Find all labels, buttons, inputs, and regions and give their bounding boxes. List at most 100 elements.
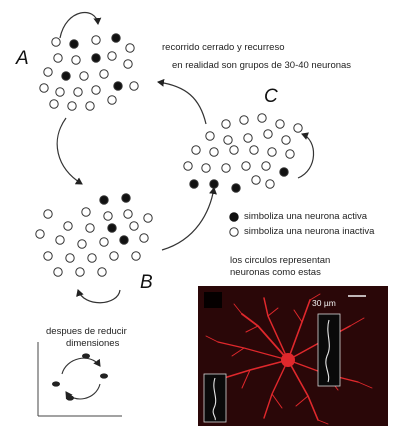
neuron-inactive — [239, 115, 249, 125]
neuron-inactive — [183, 161, 193, 171]
neuron-active — [111, 33, 121, 43]
cluster-a — [39, 33, 139, 111]
neuron-inactive — [251, 175, 261, 185]
neuron-inactive — [293, 123, 303, 133]
loop-arrow-c — [297, 132, 315, 179]
reduced-dimension-inset — [37, 342, 122, 417]
neuron-inactive — [63, 221, 73, 231]
neuron-active — [113, 81, 123, 91]
neuron-inactive — [85, 101, 95, 111]
neuron-inactive — [243, 133, 253, 143]
neuron-inactive — [143, 213, 153, 223]
neuron-inactive — [285, 149, 295, 159]
neuron-inactive — [241, 161, 251, 171]
neuron-inactive — [221, 163, 231, 173]
panel-label-c: C — [264, 86, 278, 107]
neuron-inactive — [107, 51, 117, 61]
circulos-note-line1: los circulos representan — [230, 255, 331, 266]
neuron-inactive — [129, 81, 139, 91]
inset-state-marker — [52, 381, 60, 387]
neuron-inactive — [191, 145, 201, 155]
neuron-inactive — [81, 207, 91, 217]
neuron-inactive — [97, 267, 107, 277]
inset-trajectory-arc-top — [61, 357, 101, 375]
neuron-inactive — [91, 85, 101, 95]
panel-label-b: B — [140, 272, 153, 293]
neuron-inactive — [73, 87, 83, 97]
neuron-inactive — [67, 101, 77, 111]
neuron-active — [107, 223, 117, 233]
arrow-a-to-b — [56, 117, 83, 185]
neuron-inactive — [109, 251, 119, 261]
neuron-inactive — [267, 147, 277, 157]
neuron-active — [189, 179, 199, 189]
neuron-active — [231, 183, 241, 193]
circulos-note-line2: neuronas como estas — [230, 267, 321, 278]
inset-trajectory-arc-bottom — [65, 383, 101, 400]
neuron-inactive — [281, 135, 291, 145]
neuron-inactive — [139, 233, 149, 243]
neuron-active — [61, 71, 71, 81]
legend-active-label: simboliza una neurona activa — [244, 211, 368, 222]
neuron-stain — [205, 293, 373, 425]
arrow-c-to-a — [157, 78, 207, 125]
neuron-active — [99, 195, 109, 205]
neuron-inactive — [261, 161, 271, 171]
cluster-b — [35, 193, 153, 277]
inset-state-marker — [66, 395, 74, 401]
realidad-note: en realidad son grupos de 30-40 neuronas — [172, 60, 352, 71]
neuron-inactive — [53, 53, 63, 63]
despues-note-line2: dimensiones — [66, 338, 120, 349]
neuron-inactive — [123, 209, 133, 219]
cluster-c — [183, 113, 303, 193]
loop-arrow-a — [59, 11, 102, 39]
neuron-inactive — [221, 119, 231, 129]
neuron-inactive — [39, 83, 49, 93]
neuron-micrograph-drawing — [203, 292, 373, 425]
neuron-inactive — [99, 237, 109, 247]
neuron-inactive — [43, 209, 53, 219]
neuron-inactive — [265, 179, 275, 189]
neuron-inactive — [75, 267, 85, 277]
neuron-inactive — [257, 113, 267, 123]
neuron-active — [209, 179, 219, 189]
neuron-active — [279, 167, 289, 177]
neuron-inactive — [249, 145, 259, 155]
scale-bar-label: 30 µm — [312, 298, 336, 308]
despues-note-line1: despues de reducir — [46, 326, 127, 337]
neuron-inactive — [129, 221, 139, 231]
neuron-inactive — [53, 267, 63, 277]
neuron-micrograph: 30 µm — [198, 286, 388, 426]
neuron-inactive — [125, 43, 135, 53]
recorrido-note: recorrido cerrado y recurreso — [162, 42, 285, 53]
neuron-inactive — [85, 223, 95, 233]
neuron-inactive — [87, 253, 97, 263]
neuron-inactive — [91, 35, 101, 45]
legend-active-symbol — [229, 212, 239, 222]
neuron-active — [121, 193, 131, 203]
legend-inactive-symbol — [229, 227, 239, 237]
neuron-inactive — [263, 129, 273, 139]
neuron-inactive — [201, 163, 211, 173]
neuron-inactive — [209, 147, 219, 157]
legend-inactive-label: simboliza una neurona inactiva — [244, 226, 375, 237]
neuron-inactive — [65, 253, 75, 263]
neuron-inactive — [107, 95, 117, 105]
neuron-inactive — [43, 67, 53, 77]
neuron-inactive — [275, 119, 285, 129]
neuron-inactive — [43, 251, 53, 261]
neuron-inactive — [205, 131, 215, 141]
neuron-inactive — [71, 55, 81, 65]
neuron-inactive — [123, 59, 133, 69]
neuron-inactive — [51, 37, 61, 47]
micrograph-corner-block — [204, 292, 222, 308]
neuron-inactive — [103, 211, 113, 221]
neuron-inactive — [131, 251, 141, 261]
neuron-inactive — [55, 235, 65, 245]
neuron-active — [69, 39, 79, 49]
neuron-inactive — [35, 229, 45, 239]
inset-state-marker — [100, 373, 108, 379]
neuron-inactive — [99, 69, 109, 79]
neuron-inactive — [79, 71, 89, 81]
